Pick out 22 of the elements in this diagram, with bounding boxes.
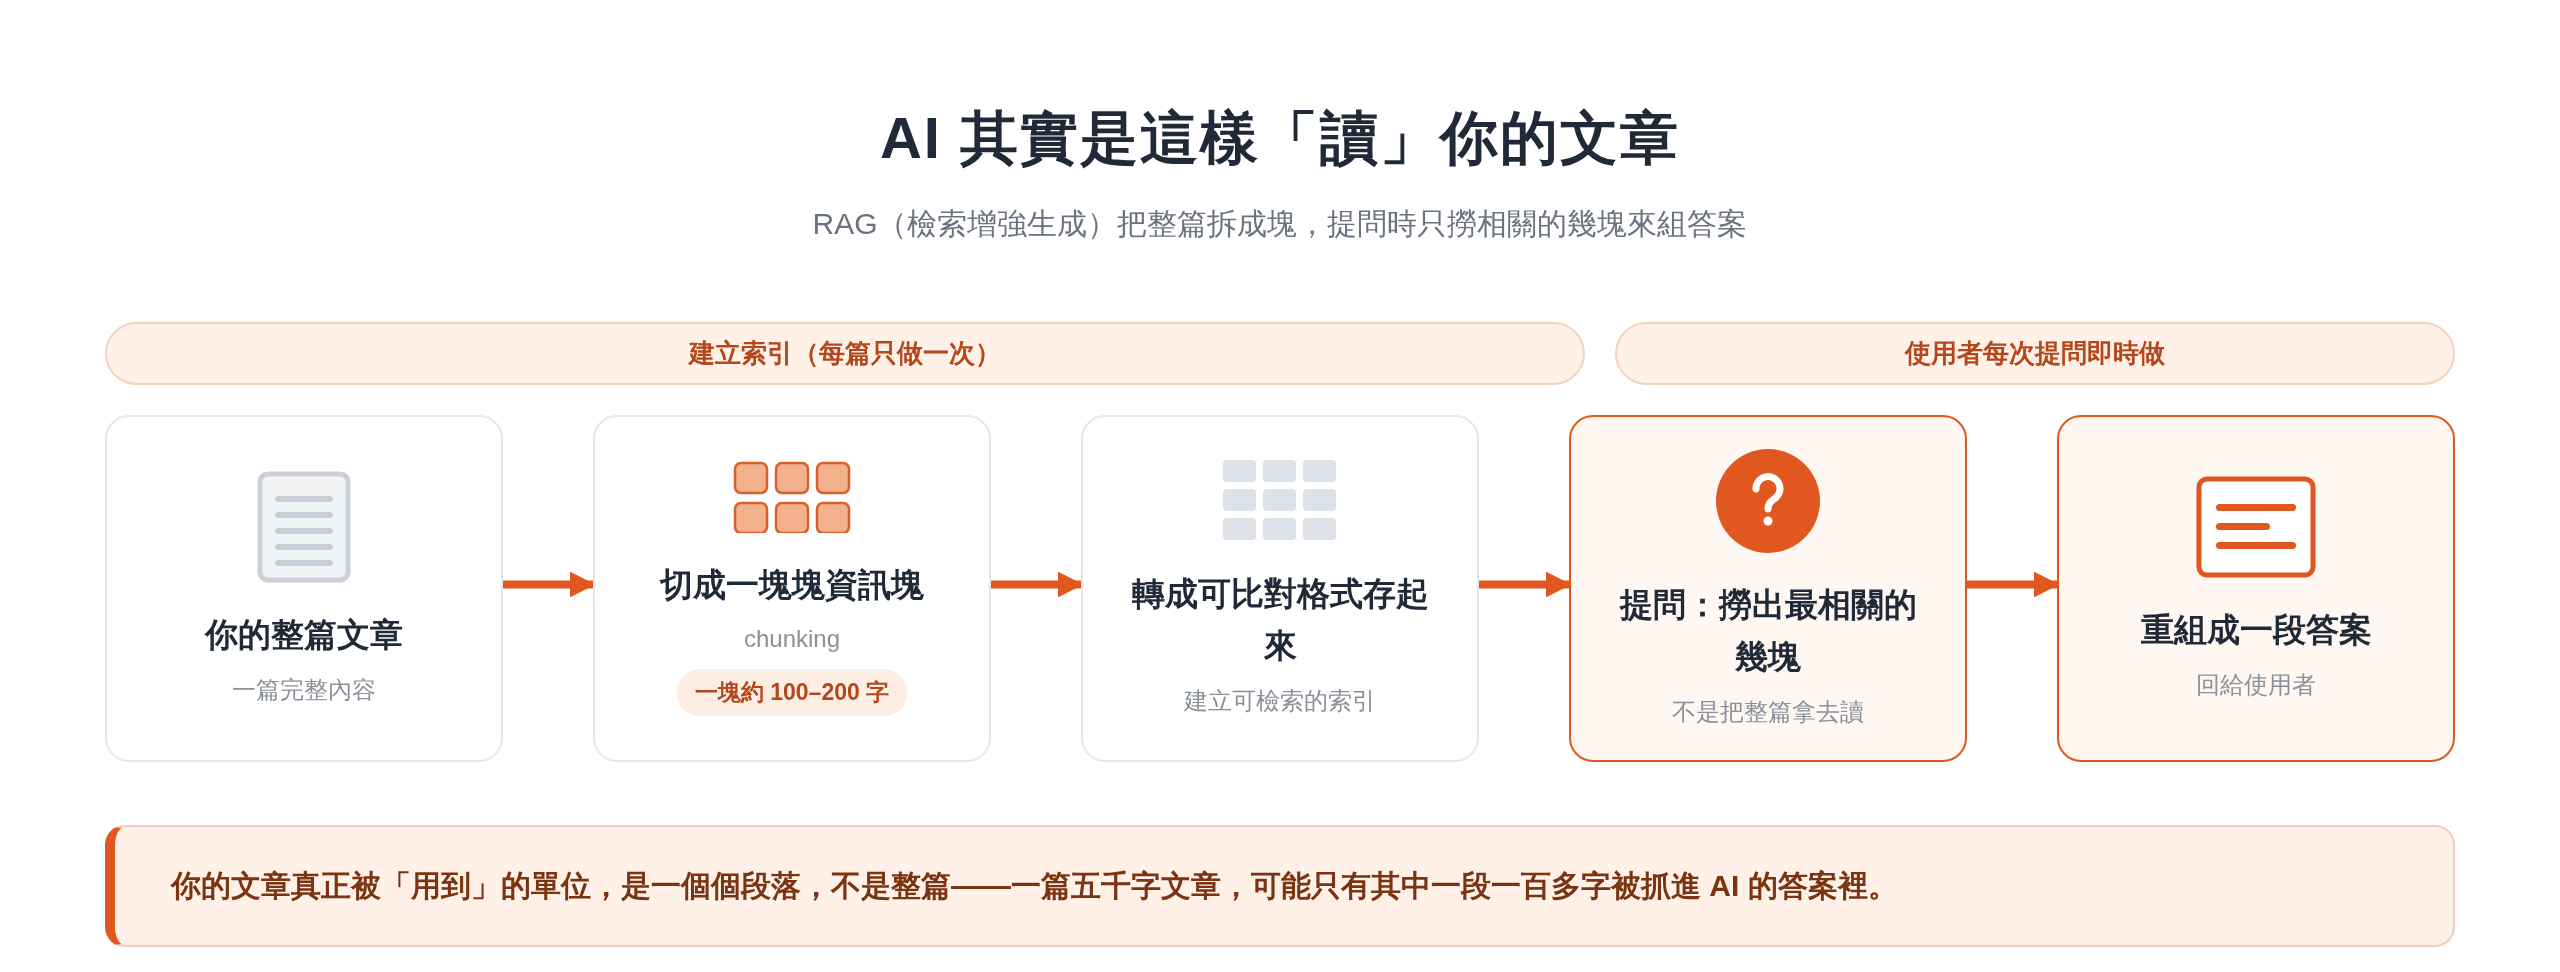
step-title: 重組成一段答案 [2140, 609, 2372, 650]
step-title: 轉成可比對格式存起來 [1130, 574, 1430, 666]
highlight-step-card [2057, 415, 2455, 762]
step-title: 切成一塊塊資訊塊 [660, 565, 924, 606]
step-note: 不是把整篇拿去讀 [1672, 696, 1864, 727]
step-title: 你的整篇文章 [205, 614, 403, 655]
step-note: 建立可檢索的索引 [1184, 685, 1376, 716]
note-banner [105, 825, 2455, 947]
title: AI 其實是這樣「讀」你的文章 [879, 104, 1681, 172]
step-note: chunking [743, 624, 841, 653]
step-card [105, 415, 503, 762]
step-title: 提問：撈出最相關的幾塊 [1618, 585, 1918, 677]
step-note: 回給使用者 [2196, 670, 2316, 701]
phase-label: 使用者每次提問即時做 [1905, 337, 2165, 370]
note-text: 你的文章真正被「用到」的單位，是一個個段落，不是整篇——一篇五千字文章，可能只有其中一段一百多字被抓進 AI 的答案裡。 [171, 867, 1898, 904]
phase-label: 建立索引（每篇只做一次） [689, 337, 1001, 370]
step-card [593, 415, 991, 762]
highlight-step-card [1569, 415, 1967, 762]
size-tag: 一塊約 100–200 字 [676, 668, 908, 716]
subtitle: RAG（檢索增強生成）把整篇拆成塊，提問時只撈相關的幾塊來組答案 [812, 206, 1748, 242]
step-card [1081, 415, 1479, 762]
step-note: 一篇完整內容 [232, 675, 376, 706]
